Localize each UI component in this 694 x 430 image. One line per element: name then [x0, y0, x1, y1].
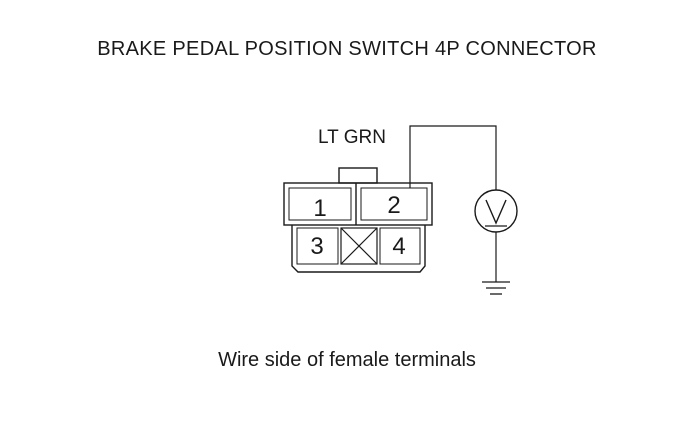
voltmeter-v-glyph: [485, 199, 507, 225]
terminal-3-cavity: [296, 227, 339, 265]
terminal-1-label: 1: [313, 195, 326, 222]
terminal-3-label: 3: [310, 233, 323, 260]
terminal-2-cavity: [360, 187, 428, 221]
blank-cavity: [340, 227, 378, 265]
connector-lower-row: [291, 225, 426, 273]
blank-cavity-cross-b: [340, 227, 378, 265]
probe-wire: [409, 125, 497, 190]
terminal-4-cavity: [379, 227, 421, 265]
diagram-caption: Wire side of female terminals: [218, 349, 476, 371]
ground-icon: [482, 281, 510, 295]
wire-color-label: LT GRN: [318, 127, 386, 148]
terminal-4-label: 4: [392, 233, 405, 260]
terminal-1-cavity: [288, 187, 352, 221]
connector-lock-tab: [338, 167, 378, 184]
terminal-2-label: 2: [387, 192, 400, 219]
diagram-title: BRAKE PEDAL POSITION SWITCH 4P CONNECTOR: [97, 38, 597, 60]
connector-upper-row: [283, 182, 433, 226]
